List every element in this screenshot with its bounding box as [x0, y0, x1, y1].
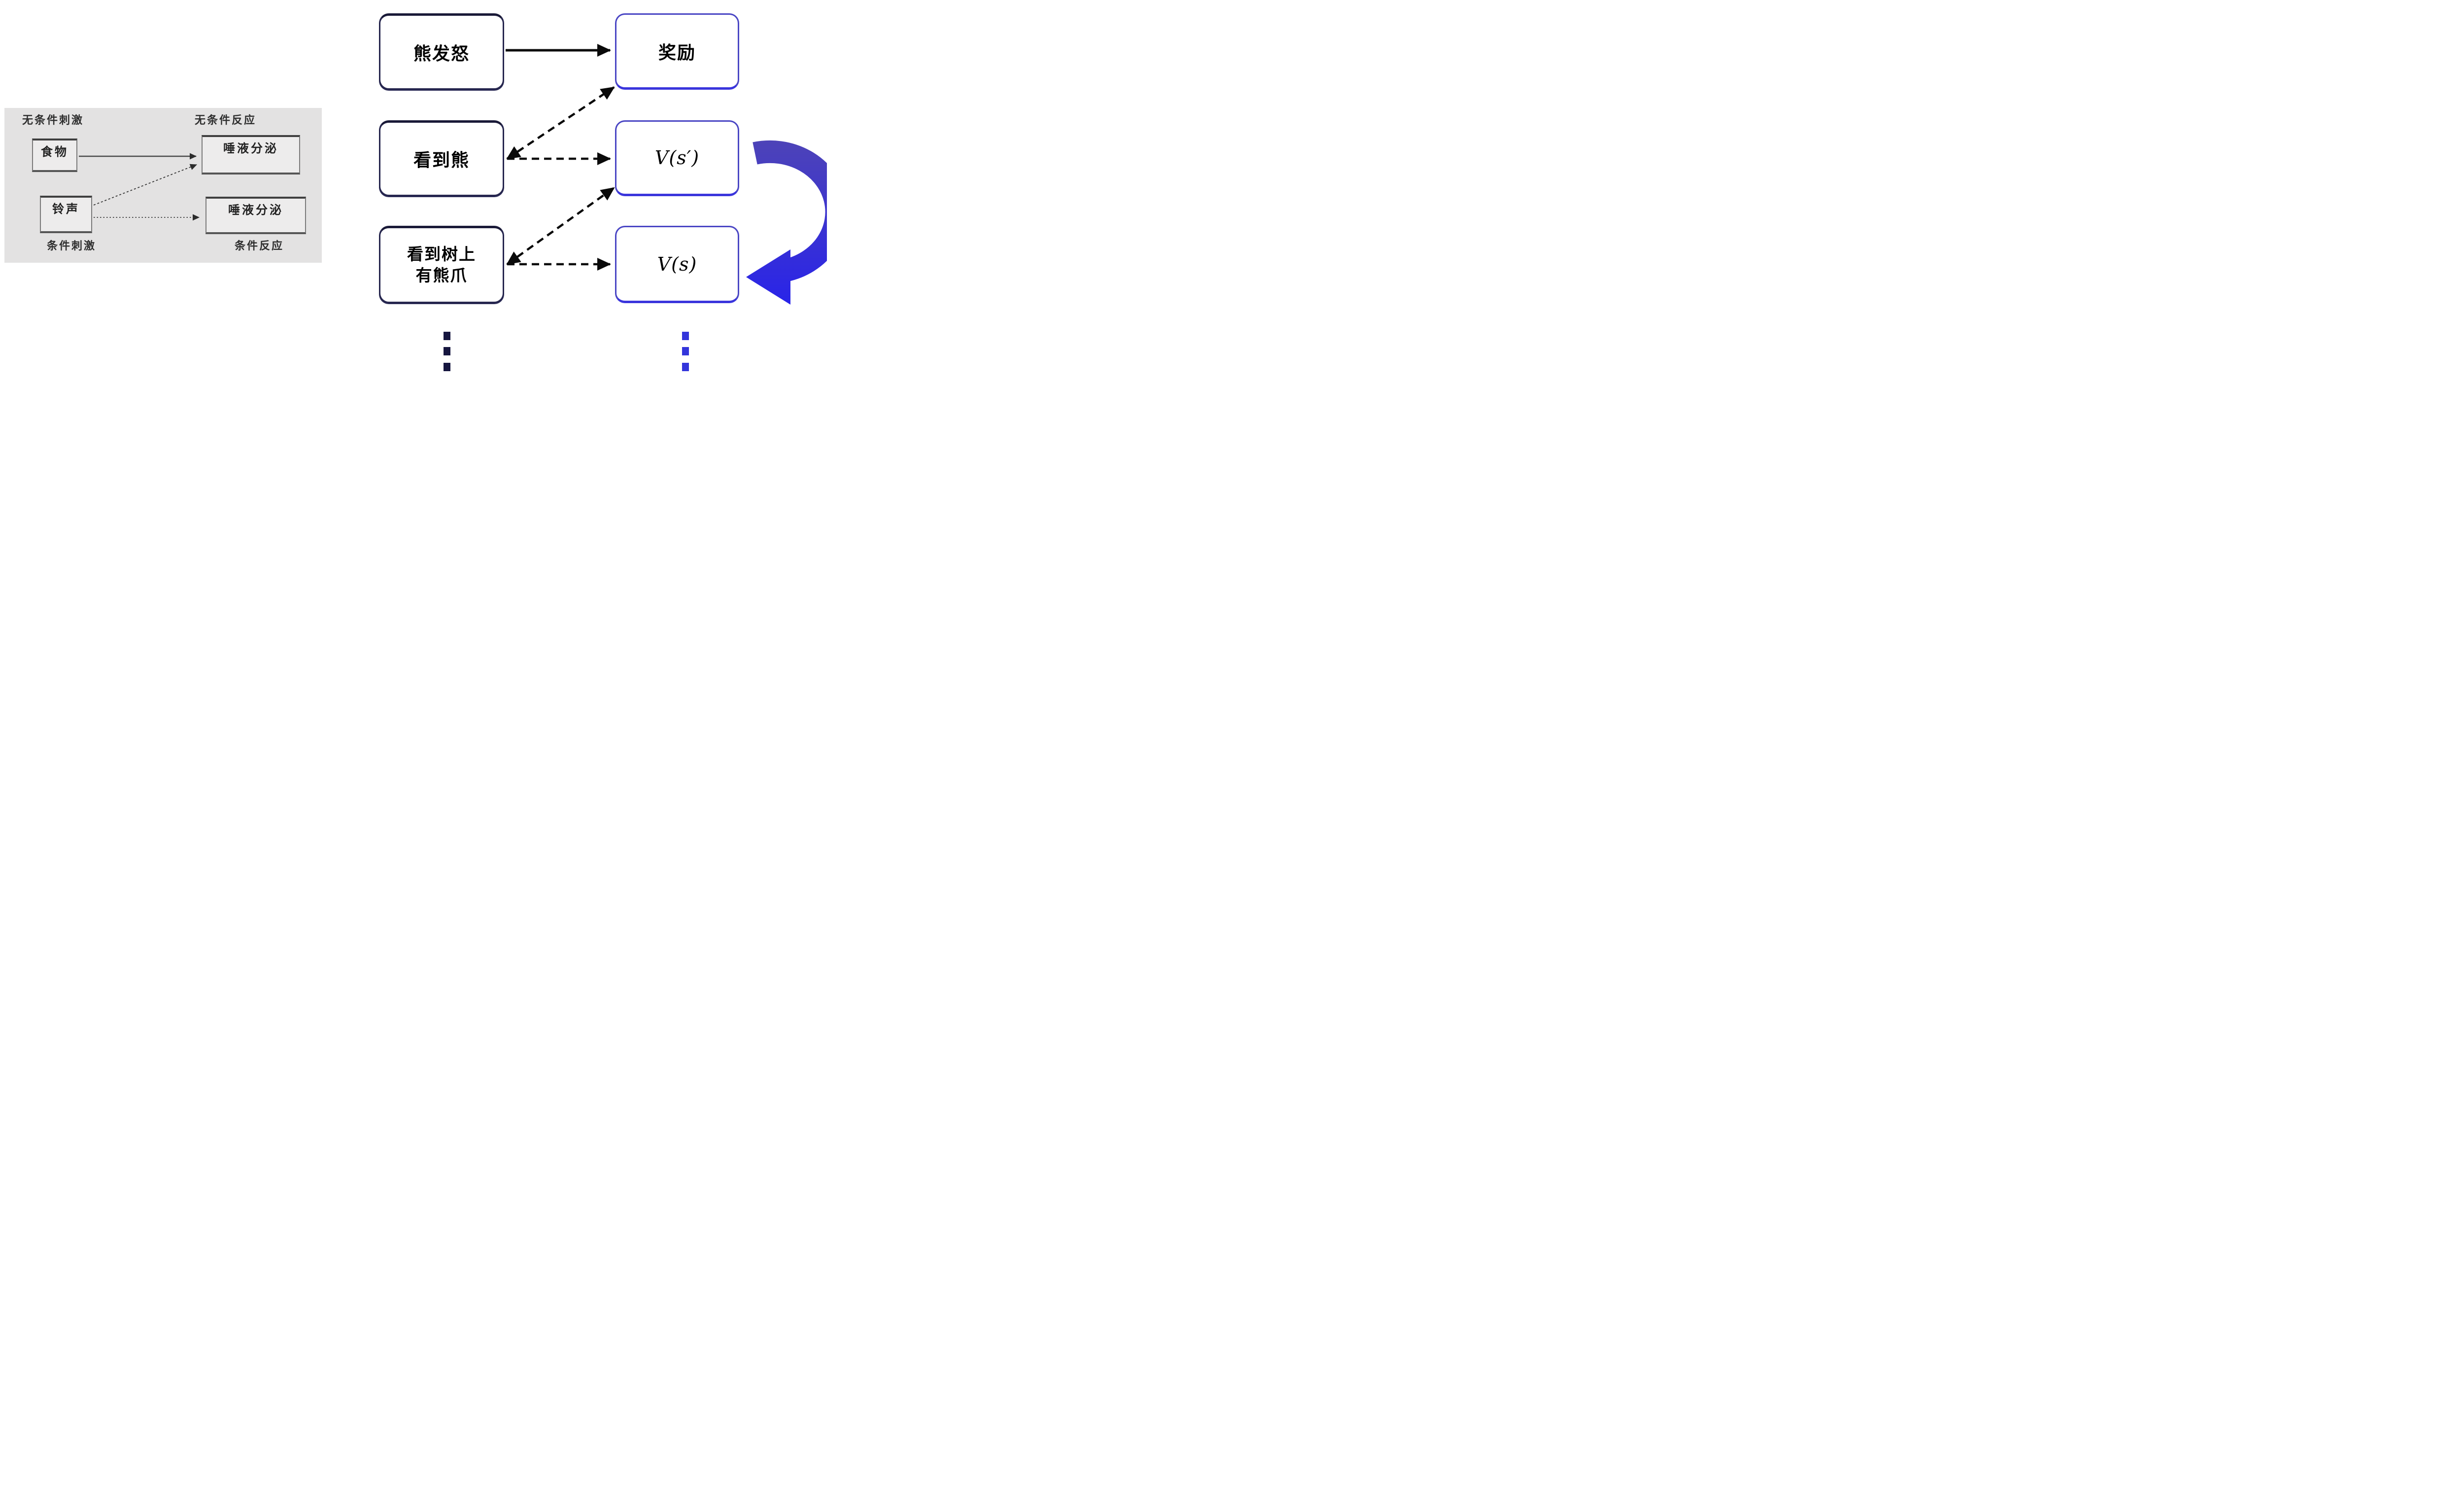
- node-value-s: V(s): [615, 226, 739, 303]
- label-conditioned-response: 条件反应: [235, 240, 284, 252]
- node-reward: 奖励: [615, 13, 739, 90]
- node-salivation-bottom: 唾液分泌: [205, 197, 306, 234]
- ellipsis-dot-right-3: [682, 363, 689, 371]
- node-bell: 铃声: [40, 196, 92, 233]
- node-value-s-prime: V(s′): [615, 120, 739, 196]
- ellipsis-dot-left-1: [444, 332, 450, 340]
- conditioning-panel: 无条件刺激 无条件反应 食物 唾液分泌 铃声 唾液分泌 条件刺激 条件反应: [4, 108, 322, 263]
- label-unconditioned-stimulus: 无条件刺激: [22, 114, 84, 126]
- label-unconditioned-response: 无条件反应: [195, 114, 257, 126]
- node-bear-angry: 熊发怒: [379, 13, 504, 90]
- node-see-claws: 看到树上 有熊爪: [379, 226, 504, 303]
- ellipsis-dot-right-1: [682, 332, 689, 340]
- arrow-seebear-reward-dashed: [506, 86, 615, 160]
- label-conditioned-stimulus: 条件刺激: [47, 240, 97, 252]
- ellipsis-dot-left-3: [444, 363, 450, 371]
- node-see-bear: 看到熊: [379, 120, 504, 196]
- ellipsis-dot-left-2: [444, 347, 450, 355]
- ellipsis-dot-right-2: [682, 347, 689, 355]
- arrow-seeclaws-vsprime-dashed: [506, 187, 615, 265]
- arrow-vsprime-to-vs-curved: [746, 140, 827, 305]
- node-food: 食物: [32, 139, 77, 172]
- node-salivation-top: 唾液分泌: [202, 135, 300, 174]
- diagram-canvas: 无条件刺激 无条件反应 食物 唾液分泌 铃声 唾液分泌 条件刺激 条件反应 熊发…: [0, 0, 827, 375]
